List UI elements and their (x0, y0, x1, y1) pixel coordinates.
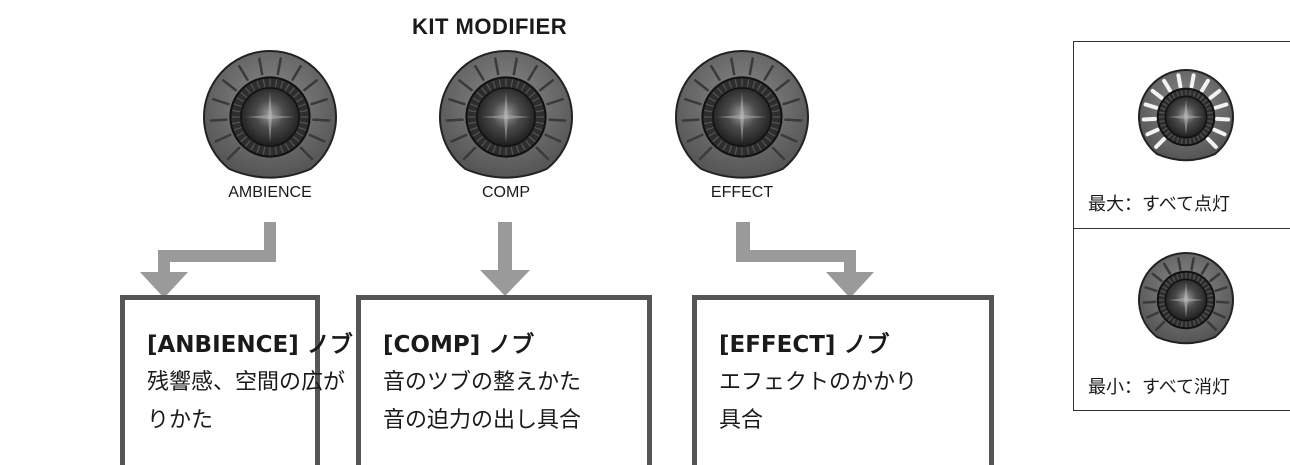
led-segment (299, 146, 314, 161)
led-segment (214, 133, 232, 143)
knob-label-effect: EFFECT (710, 184, 774, 201)
led-segment (212, 98, 230, 106)
comp-arrow (480, 222, 530, 296)
legend-divider (1074, 228, 1290, 229)
led-segment (1162, 78, 1172, 93)
comp-line-2: 音の迫力の出し具合 (383, 408, 582, 433)
led-segment (539, 79, 555, 92)
led-segment (1177, 257, 1182, 271)
led-segment (226, 146, 241, 161)
effect-heading: [EFFECT] ノブ (719, 332, 890, 358)
led-segment (308, 133, 326, 143)
led-segment (1176, 73, 1183, 89)
led-segment (512, 57, 518, 76)
effect-knob (675, 50, 809, 179)
led-segment (527, 64, 538, 81)
led-segment (698, 146, 713, 161)
led-segment (1205, 136, 1218, 149)
effect-line-2: 具合 (719, 408, 764, 433)
led-segment (763, 64, 774, 81)
knob-indicator-legend: 最大：すべて点灯 最小：すべて消灯 (1073, 41, 1290, 411)
knob-label-comp: COMP (482, 184, 530, 201)
led-segment (238, 64, 249, 81)
led-segment (1209, 272, 1221, 283)
led-segment (681, 118, 700, 122)
legend-knob-min (1138, 252, 1234, 345)
led-segment (782, 98, 800, 106)
led-segment (1151, 272, 1163, 283)
led-segment (310, 98, 328, 106)
effect-description-box: [EFFECT] ノブ エフェクトのかかり 具合 (692, 295, 994, 465)
legend-min-caption: 最小：すべて消灯 (1088, 377, 1231, 398)
led-segment (784, 118, 803, 122)
comp-heading: [COMP] ノブ (383, 332, 535, 358)
led-segment (1142, 300, 1157, 304)
led-segment (1141, 116, 1158, 122)
led-segment (450, 133, 468, 143)
led-segment (548, 118, 567, 122)
diagram-title: KIT MODIFIER (412, 14, 568, 39)
led-segment (1144, 286, 1158, 293)
led-segment (1146, 311, 1159, 319)
led-segment (544, 133, 562, 143)
led-segment (686, 133, 704, 143)
led-segment (1213, 102, 1229, 110)
legend-knob-max (1138, 69, 1234, 162)
led-segment (474, 64, 485, 81)
effect-line-1: エフェクトのかかり (719, 370, 918, 395)
ambience-line-2: りかた (147, 408, 214, 433)
led-segment (748, 57, 754, 76)
comp-knob (439, 50, 573, 179)
led-segment (775, 79, 791, 92)
led-segment (462, 146, 477, 161)
led-segment (276, 57, 282, 76)
ambience-description-box: [ANBIENCE] ノブ 残響感、空間の広が りかた (120, 295, 353, 465)
effect-arrow (736, 222, 874, 298)
led-segment (771, 146, 786, 161)
led-segment (221, 79, 237, 92)
led-segment (1213, 311, 1226, 319)
led-segment (1189, 73, 1196, 89)
led-segment (1150, 88, 1164, 100)
knob-label-ambience: AMBIENCE (228, 184, 312, 201)
led-segment (1154, 136, 1167, 149)
led-segment (303, 79, 319, 92)
ambience-arrow (140, 222, 276, 298)
led-segment (312, 118, 331, 122)
led-segment (1212, 127, 1227, 137)
led-segment (1206, 320, 1218, 332)
ambience-heading: [ANBIENCE] ノブ (147, 332, 353, 358)
led-segment (1215, 300, 1230, 304)
comp-description-box: [COMP] ノブ 音のツブの整えかた 音の迫力の出し具合 (356, 295, 652, 465)
led-segment (1162, 262, 1172, 275)
led-segment (535, 146, 550, 161)
led-segment (1143, 102, 1159, 110)
led-segment (445, 118, 464, 122)
led-segment (1214, 116, 1231, 122)
led-segment (684, 98, 702, 106)
led-segment (1154, 320, 1166, 332)
led-segment (291, 64, 302, 81)
led-segment (457, 79, 473, 92)
ambience-line-1: 残響感、空間の広が (147, 370, 346, 395)
led-segment (710, 64, 721, 81)
led-segment (1208, 88, 1222, 100)
led-segment (546, 98, 564, 106)
led-segment (1214, 286, 1228, 293)
legend-max-caption: 最大：すべて点灯 (1088, 194, 1231, 215)
comp-line-1: 音のツブの整えかた (383, 370, 582, 395)
led-segment (693, 79, 709, 92)
led-segment (258, 57, 264, 76)
led-segment (780, 133, 798, 143)
led-segment (1190, 257, 1195, 271)
led-segment (448, 98, 466, 106)
led-segment (1200, 78, 1210, 93)
led-segment (730, 57, 736, 76)
led-segment (209, 118, 228, 122)
ambience-knob (203, 50, 337, 179)
led-segment (494, 57, 500, 76)
led-segment (1145, 127, 1160, 137)
led-segment (1200, 262, 1210, 275)
